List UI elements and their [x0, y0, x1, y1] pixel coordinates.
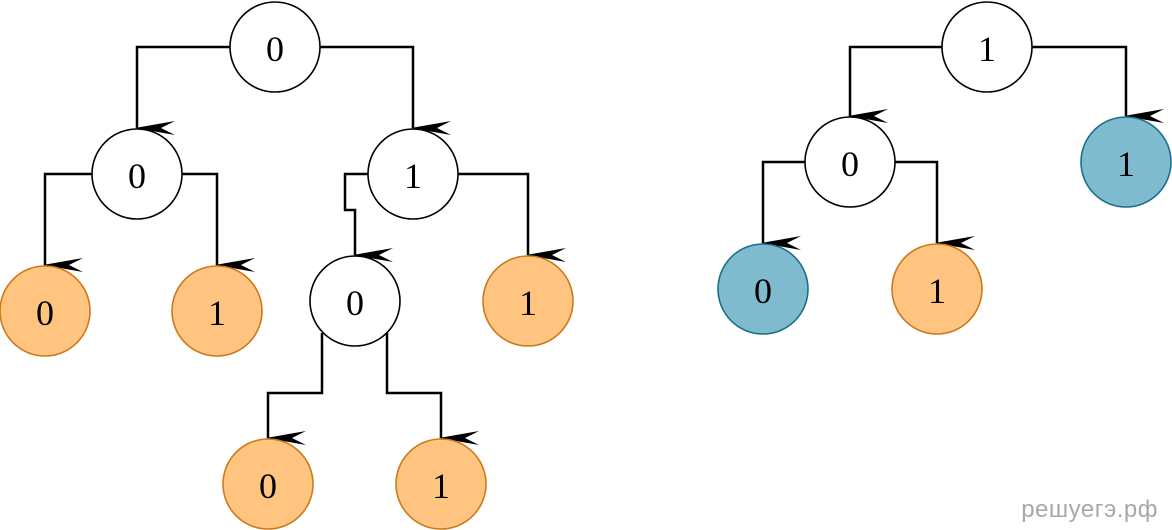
tree1-node-e: 0 [309, 255, 401, 347]
node-label: 0 [754, 271, 772, 311]
tree1-edge-b-f [458, 172, 566, 262]
edges-layer [43, 45, 1164, 445]
tree2-node-r: 1 [941, 1, 1033, 93]
node-label: 1 [978, 29, 996, 69]
node-circle [804, 116, 896, 208]
tree1-edge-e-g [266, 333, 324, 445]
tree2-edge-a-c [761, 160, 805, 250]
tree1-node-f: 1 [482, 255, 574, 347]
node-label: 0 [266, 29, 284, 69]
tree2-node-a: 0 [804, 116, 896, 208]
node-label: 0 [128, 156, 146, 196]
node-circle [309, 255, 401, 347]
tree1-edge-r-b [320, 45, 451, 135]
node-circle [171, 265, 263, 357]
tree2-edge-r-b [1032, 45, 1164, 123]
tree1-node-c: 0 [0, 265, 91, 357]
node-label: 0 [841, 144, 859, 184]
node-label: 0 [346, 283, 364, 323]
tree2-node-d: 1 [891, 243, 983, 335]
node-label: 1 [208, 293, 226, 333]
node-circle [229, 1, 321, 93]
node-circle [941, 1, 1033, 93]
tree2-node-c: 0 [717, 243, 809, 335]
tree1-edge-a-d [182, 172, 255, 272]
tree1-node-d: 1 [171, 265, 263, 357]
tree1-edge-a-c [43, 172, 92, 272]
node-circle [891, 243, 983, 335]
node-label: 1 [432, 466, 450, 506]
node-circle [0, 265, 91, 357]
tree2-edge-r-a [848, 45, 942, 123]
node-label: 1 [1117, 144, 1135, 184]
node-circle [717, 243, 809, 335]
site-watermark: решуегэ.рф [1021, 496, 1158, 523]
node-circle [91, 128, 183, 220]
node-label: 1 [404, 156, 422, 196]
tree1-node-h: 1 [395, 438, 487, 530]
node-circle [367, 128, 459, 220]
node-label: 1 [519, 283, 537, 323]
node-circle [395, 438, 487, 530]
node-circle [222, 438, 314, 530]
node-label: 1 [928, 271, 946, 311]
tree1-node-a: 0 [91, 128, 183, 220]
node-circle [482, 255, 574, 347]
node-label: 0 [259, 466, 277, 506]
tree1-node-g: 0 [222, 438, 314, 530]
node-circle [1080, 116, 1172, 208]
node-label: 0 [36, 293, 54, 333]
tree1-edge-b-e [343, 172, 393, 262]
tree1-node-r: 0 [229, 1, 321, 93]
tree1-edge-r-a [135, 45, 230, 135]
tree2-node-b: 1 [1080, 116, 1172, 208]
tree2-edge-a-d [895, 160, 975, 250]
tree1-edge-e-h [385, 333, 479, 445]
tree1-node-b: 1 [367, 128, 459, 220]
